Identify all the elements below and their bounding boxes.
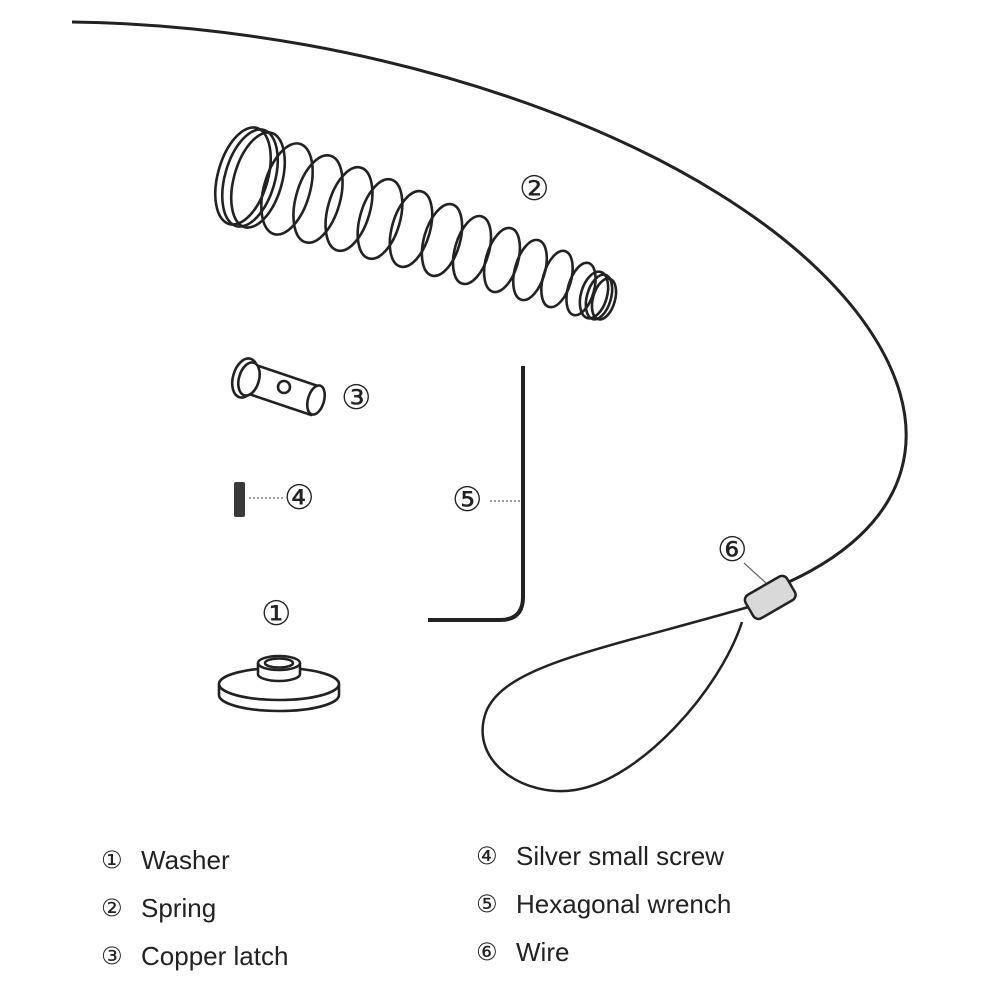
legend-label: Wire [516,936,570,967]
wire-callout-leader [743,562,767,584]
silver-screw [234,482,283,517]
legend-item-hex-wrench: ⑤ Hexagonal wrench [476,880,731,928]
wire-main-arc [71,20,908,590]
legend-number: ⑤ [476,890,498,918]
legend-label: Hexagonal wrench [516,888,732,919]
washer [217,654,341,713]
copper-latch [230,357,327,417]
legend-item-copper-latch: ③ Copper latch [101,932,288,980]
callout-washer: ① [261,594,292,634]
callout-spring: ② [519,169,550,209]
wire-crimp-sleeve [743,574,797,621]
wire [71,20,908,793]
legend-number: ④ [476,842,498,870]
callout-hex-wrench: ⑤ [452,480,483,520]
callout-silver-screw: ④ [284,478,315,518]
legend-label: Silver small screw [516,840,725,871]
hex-wrench [428,366,525,622]
legend-label: Spring [141,892,217,923]
legend-label: Copper latch [141,940,289,971]
legend-right: ④ Silver small screw ⑤ Hexagonal wrench … [476,832,731,976]
callout-wire: ⑥ [717,530,748,570]
legend-number: ② [101,894,123,922]
legend-item-silver-screw: ④ Silver small screw [476,832,731,880]
latch-screw-hole [276,379,292,395]
wire-loop [481,604,753,793]
legend-number: ① [101,846,123,874]
legend-item-wire: ⑥ Wire [476,928,731,976]
legend-number: ③ [101,942,123,970]
spring [213,126,618,321]
legend-number: ⑥ [476,938,498,966]
legend-label: Washer [141,844,230,875]
callout-copper-latch: ③ [341,378,372,418]
legend-item-washer: ① Washer [101,836,288,884]
legend-left: ① Washer ② Spring ③ Copper latch [101,836,288,980]
legend-item-spring: ② Spring [101,884,288,932]
